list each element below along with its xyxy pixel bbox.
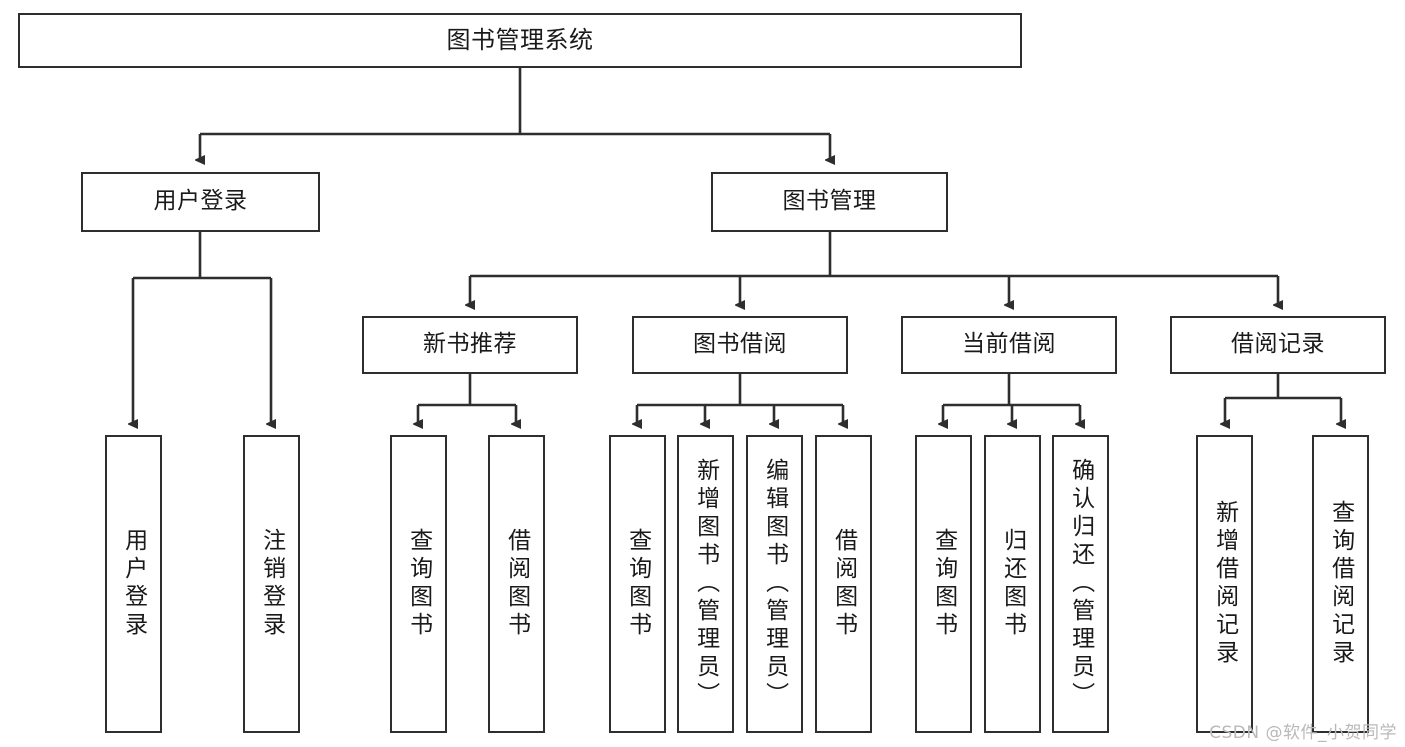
leaf-new-book-query[interactable]: 查询图书 bbox=[390, 435, 447, 733]
node-label: 新增借阅记录 bbox=[1211, 500, 1238, 668]
node-root-book-management-system[interactable]: 图书管理系统 bbox=[18, 13, 1022, 68]
node-new-book-recommend[interactable]: 新书推荐 bbox=[362, 316, 578, 374]
node-label: 用户登录 bbox=[153, 188, 248, 215]
node-label: 查询图书 bbox=[405, 528, 432, 640]
leaf-user-login-signin[interactable]: 用户登录 bbox=[105, 435, 162, 733]
leaf-current-query-book[interactable]: 查询图书 bbox=[915, 435, 972, 733]
leaf-record-add-record[interactable]: 新增借阅记录 bbox=[1196, 435, 1253, 733]
node-label: 归还图书 bbox=[999, 528, 1026, 640]
node-label: 借阅图书 bbox=[830, 528, 857, 640]
node-label: 用户登录 bbox=[120, 528, 147, 640]
node-label: 查询图书 bbox=[930, 528, 957, 640]
csdn-watermark: CSDN @软件_小贺同学 bbox=[1209, 723, 1397, 743]
node-label: 确认归还（管理员） bbox=[1067, 458, 1094, 710]
leaf-current-return-book[interactable]: 归还图书 bbox=[984, 435, 1041, 733]
node-label: 查询借阅记录 bbox=[1327, 500, 1354, 668]
node-label: 借阅记录 bbox=[1231, 331, 1325, 358]
node-book-management[interactable]: 图书管理 bbox=[711, 172, 948, 232]
node-label: 新书推荐 bbox=[423, 331, 517, 358]
node-label: 注销登录 bbox=[258, 528, 285, 640]
leaf-user-login-signout[interactable]: 注销登录 bbox=[243, 435, 300, 733]
leaf-record-query-record[interactable]: 查询借阅记录 bbox=[1312, 435, 1369, 733]
node-label: 图书借阅 bbox=[693, 331, 787, 358]
node-label: 新增图书（管理员） bbox=[692, 458, 719, 710]
node-current-borrow[interactable]: 当前借阅 bbox=[901, 316, 1117, 374]
leaf-current-confirm-return-admin[interactable]: 确认归还（管理员） bbox=[1052, 435, 1109, 733]
node-label: 图书管理 bbox=[782, 188, 877, 215]
leaf-borrow-edit-book-admin[interactable]: 编辑图书（管理员） bbox=[746, 435, 803, 733]
node-book-borrow[interactable]: 图书借阅 bbox=[632, 316, 848, 374]
leaf-borrow-query-book[interactable]: 查询图书 bbox=[609, 435, 666, 733]
leaf-borrow-add-book-admin[interactable]: 新增图书（管理员） bbox=[677, 435, 734, 733]
node-label: 图书管理系统 bbox=[446, 26, 594, 55]
leaf-borrow-borrow-book[interactable]: 借阅图书 bbox=[815, 435, 872, 733]
node-user-login[interactable]: 用户登录 bbox=[81, 172, 320, 232]
node-label: 当前借阅 bbox=[962, 331, 1056, 358]
node-label: 编辑图书（管理员） bbox=[761, 458, 788, 710]
node-label: 查询图书 bbox=[624, 528, 651, 640]
leaf-new-book-borrow[interactable]: 借阅图书 bbox=[488, 435, 545, 733]
node-borrow-record[interactable]: 借阅记录 bbox=[1170, 316, 1386, 374]
node-label: 借阅图书 bbox=[503, 528, 530, 640]
